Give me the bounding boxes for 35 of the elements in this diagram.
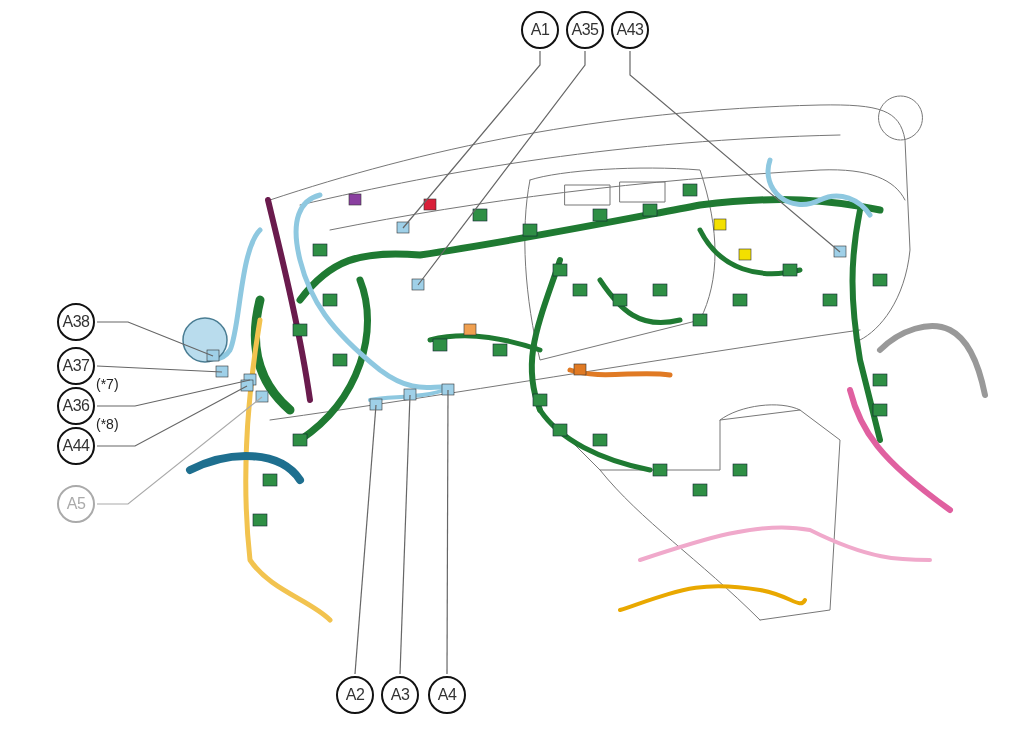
leader-line	[354, 404, 377, 675]
footnote-mark: (*8)	[96, 416, 119, 432]
footnote-mark: (*7)	[96, 376, 119, 392]
callout-number: A1	[530, 21, 550, 39]
callout-number: A38	[62, 313, 90, 331]
callout-number: A2	[345, 686, 365, 704]
callout-circle	[57, 347, 95, 385]
callout-circle	[57, 485, 95, 523]
callout-circle	[336, 676, 374, 714]
leader-line	[417, 50, 586, 286]
callout-circle	[57, 387, 95, 425]
leader-line	[96, 396, 263, 505]
leader-line	[96, 379, 251, 407]
callout-number: A35	[571, 21, 599, 39]
callout-number: A3	[390, 686, 410, 704]
callout-circle	[611, 11, 649, 49]
leader-line	[446, 389, 449, 675]
callout-number: A4	[437, 686, 457, 704]
leader-line	[629, 50, 841, 253]
callout-number: A37	[62, 357, 90, 375]
callout-circle	[566, 11, 604, 49]
leader-line	[96, 321, 214, 357]
callout-circle	[521, 11, 559, 49]
callout-circle	[381, 676, 419, 714]
callout-circle	[57, 427, 95, 465]
leader-line	[402, 50, 541, 229]
leader-line	[399, 394, 411, 675]
callout-number: A44	[62, 437, 90, 455]
callout-number: A5	[66, 495, 86, 513]
callout-number: A36	[62, 397, 90, 415]
leader-line	[96, 365, 223, 373]
leader-line	[96, 385, 248, 447]
callout-circle	[428, 676, 466, 714]
callout-number: A43	[616, 21, 644, 39]
callout-circle	[57, 303, 95, 341]
